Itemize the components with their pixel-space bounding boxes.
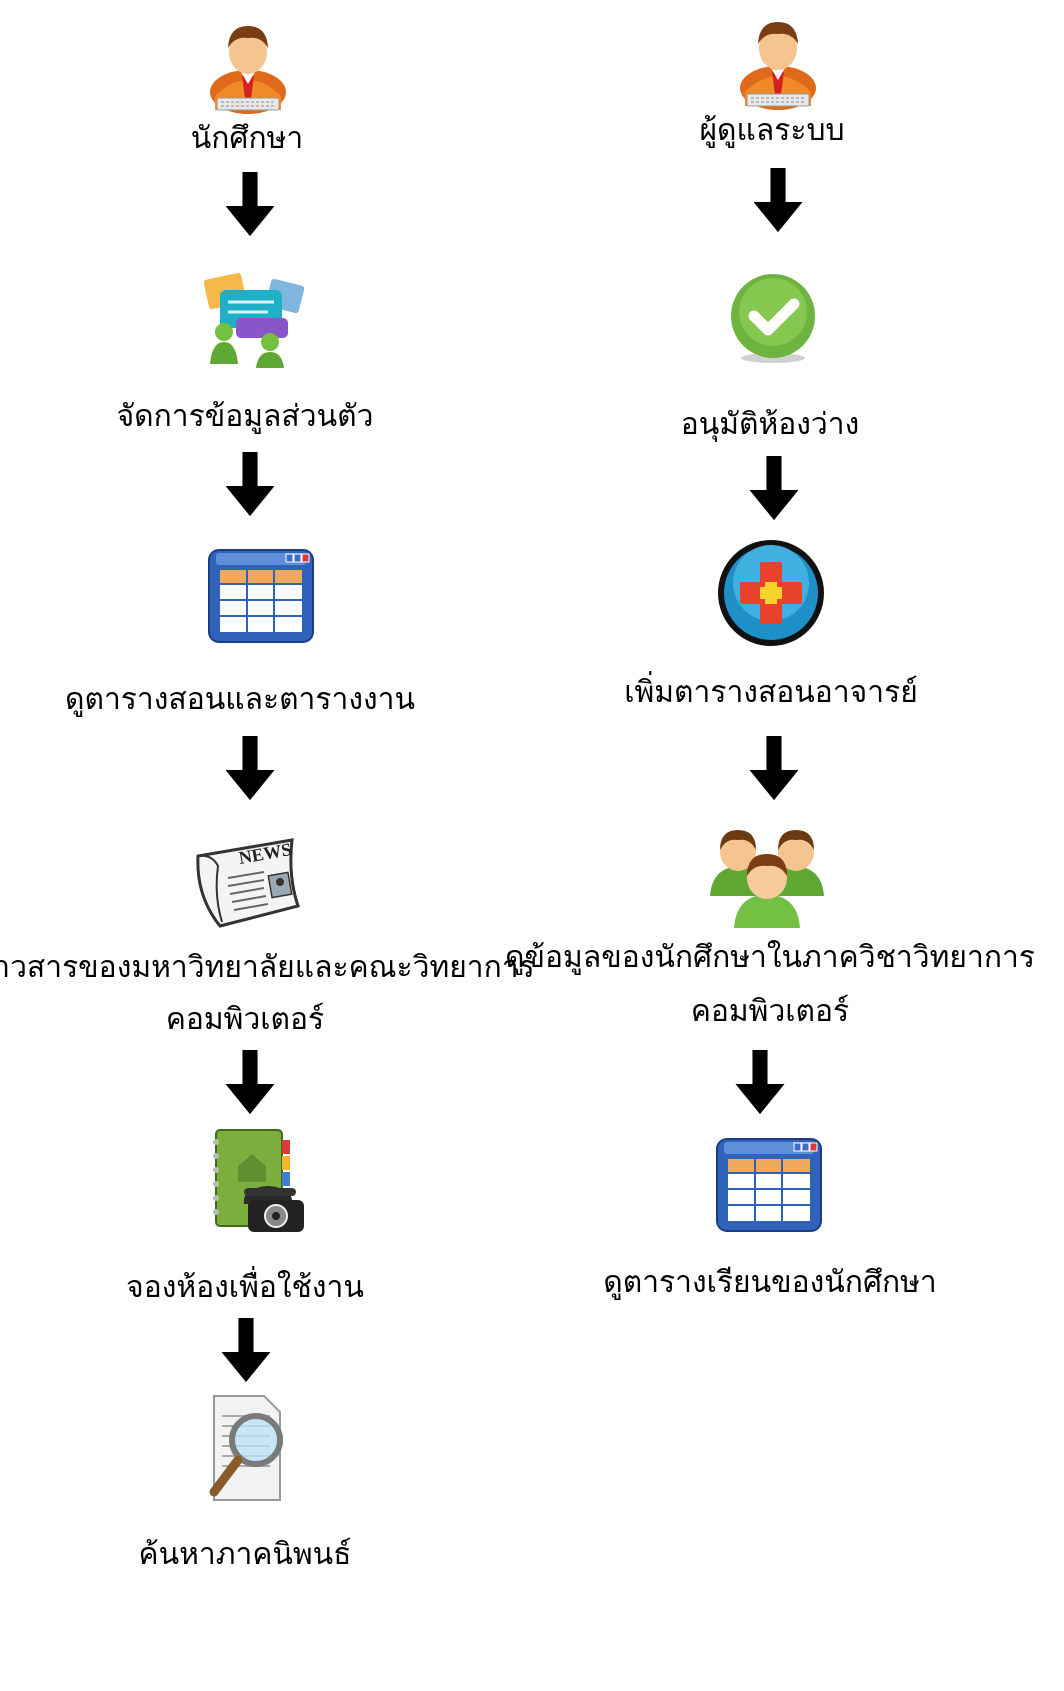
document-magnifier-icon <box>209 1395 283 1501</box>
plus-circle-icon <box>718 540 824 646</box>
admin-step-1-label: อนุมัติห้องว่าง <box>680 407 860 442</box>
user-at-keyboard-icon <box>203 14 293 114</box>
user-at-keyboard-icon <box>733 10 823 110</box>
down-arrow <box>216 1318 276 1384</box>
student-step-2-label: ดูตารางสอนและตารางงาน <box>64 682 416 717</box>
chat-users-icon <box>203 272 305 368</box>
down-arrow <box>220 1050 280 1116</box>
down-arrow <box>744 456 804 522</box>
down-arrow <box>744 736 804 802</box>
table-window-icon <box>206 545 316 647</box>
newspaper-icon: NEWS <box>196 838 300 928</box>
down-arrow <box>220 736 280 802</box>
admin-step-4-label: ดูตารางเรียนของนักศึกษา <box>603 1265 937 1300</box>
green-check-icon <box>731 274 815 363</box>
student-step-3-label-cont: คอมพิวเตอร์ <box>165 1002 325 1037</box>
down-arrow <box>730 1050 790 1116</box>
student-actor-label: นักศึกษา <box>190 121 304 156</box>
down-arrow <box>748 168 808 234</box>
phonebook-telephone-icon <box>213 1129 304 1232</box>
student-step-1-label: จัดการข้อมูลส่วนตัว <box>116 399 374 434</box>
student-step-3-label: ดูข่าวสารของมหาวิทยาลัยและคณะวิทยาการ <box>0 950 535 985</box>
user-group-icon <box>710 830 824 928</box>
admin-step-3-label: ดูข้อมูลของนักศึกษาในภาควิชาวิทยาการ <box>505 940 1035 975</box>
student-step-4-label: จองห้องเพื่อใช้งาน <box>126 1270 364 1305</box>
student-step-5-label: ค้นหาภาคนิพนธ์ <box>138 1537 352 1572</box>
table-window-icon <box>714 1134 824 1236</box>
admin-step-3-label-cont: คอมพิวเตอร์ <box>690 994 850 1029</box>
down-arrow <box>220 452 280 518</box>
down-arrow <box>220 172 280 238</box>
admin-step-2-label: เพิ่มตารางสอนอาจารย์ <box>624 675 918 710</box>
admin-actor-label: ผู้ดูแลระบบ <box>699 113 845 148</box>
